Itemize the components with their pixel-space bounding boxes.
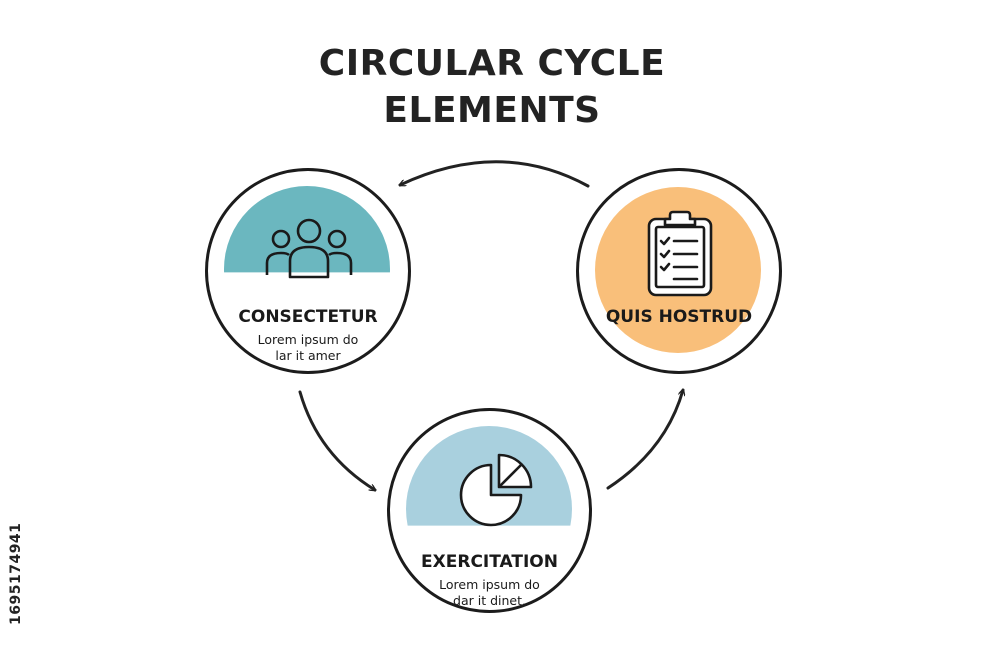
people-group-icon xyxy=(265,218,353,279)
node-consectetur-desc-line-1: Lorem ipsum do xyxy=(257,332,359,347)
title-line-2: ELEMENTS xyxy=(383,90,601,131)
node-consectetur-desc: Lorem ipsum do lar it amer xyxy=(208,332,408,364)
arrow-consectetur-to-exercitation xyxy=(298,390,375,492)
node-exercitation-desc-line-1: Lorem ipsum do xyxy=(439,577,540,592)
node-exercitation: EXERCITATION Lorem ipsum do dar it dinet… xyxy=(387,408,592,613)
pie-chart-icon xyxy=(459,453,533,527)
arrow-quis-to-consectetur xyxy=(400,160,590,188)
arrow-exercitation-to-quis xyxy=(606,390,683,490)
node-exercitation-desc: Lorem ipsum do dar it dinet. xyxy=(390,577,589,609)
node-quis-hostrud-label: QUIS HOSTRUD xyxy=(605,307,753,327)
stock-id-watermark: 1695174941 xyxy=(8,522,24,625)
node-quis-hostrud: QUIS HOSTRUD xyxy=(576,168,782,374)
node-exercitation-label: EXERCITATION xyxy=(421,552,558,572)
node-consectetur: CONSECTETUR Lorem ipsum do lar it amer xyxy=(205,168,411,374)
node-exercitation-desc-line-2: dar it dinet. xyxy=(453,593,526,608)
node-consectetur-label: CONSECTETUR xyxy=(238,307,378,327)
node-consectetur-desc-line-2: lar it amer xyxy=(275,348,341,363)
title-line-1: CIRCULAR CYCLE xyxy=(318,43,666,84)
clipboard-checklist-icon xyxy=(647,210,713,297)
diagram-title: CIRCULAR CYCLE ELEMENTS xyxy=(0,40,984,134)
